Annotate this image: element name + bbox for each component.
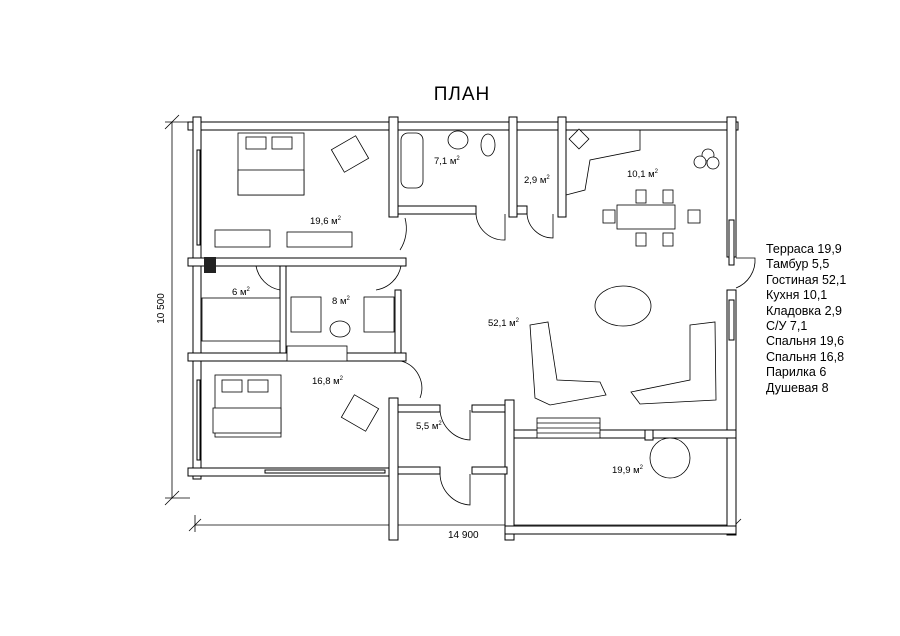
- legend-item: Кухня 10,1: [766, 288, 828, 303]
- room-area-kitchen: 10,1 м2: [627, 169, 659, 181]
- coffee-table-icon: [594, 285, 652, 327]
- room-area-pantry: 2,9 м2: [524, 175, 550, 187]
- sofa-icon: [214, 229, 271, 248]
- page-title: ПЛАН: [433, 84, 491, 105]
- legend-item: Тамбур 5,5: [766, 257, 830, 272]
- room-legend: Терраса 19,9 Тамбур 5,5 Гостиная 52,1 Ку…: [766, 242, 846, 396]
- room-area-bedroom2: 16,8 м2: [312, 376, 344, 388]
- toilet-icon: [480, 133, 496, 157]
- sink-icon: [329, 320, 351, 338]
- walls: [187, 116, 739, 541]
- legend-item: Спальня 16,8: [766, 349, 845, 364]
- armchair-icon: [330, 135, 370, 173]
- stove-heater-icon: [204, 257, 216, 273]
- legend-item: Душевая 8: [766, 380, 829, 395]
- height-dimension: 10 500: [155, 293, 167, 324]
- dimension-lines: [164, 114, 742, 532]
- shower-tray-icon: [363, 296, 395, 333]
- dresser-icon: [286, 231, 353, 248]
- sink-icon: [447, 130, 469, 150]
- corner-sofa-icon: [529, 321, 607, 406]
- legend-item: С/У 7,1: [766, 319, 808, 334]
- room-area-sauna: 6 м2: [232, 287, 250, 299]
- furniture: [201, 128, 720, 479]
- room-area-terrace: 19,9 м2: [612, 465, 644, 477]
- bathtub-icon: [400, 132, 424, 189]
- sauna-bench-icon: [201, 297, 281, 342]
- room-area-bathroom: 7,1 м2: [434, 156, 460, 168]
- dining-table-icon: [616, 204, 676, 230]
- stove-icon: [568, 128, 590, 150]
- legend-item: Гостиная 52,1: [766, 272, 847, 287]
- round-table-icon: [649, 437, 691, 479]
- legend-item: Парилка 6: [766, 365, 827, 380]
- legend-item: Кладовка 2,9: [766, 303, 842, 318]
- armchair-icon: [340, 394, 380, 432]
- room-area-vestibule: 5,5 м2: [416, 421, 442, 433]
- shower-tray-icon: [290, 296, 322, 333]
- room-area-living: 52,1 м2: [488, 318, 520, 330]
- doors: [255, 213, 756, 506]
- legend-item: Терраса 19,9: [766, 242, 842, 256]
- legend-item: Спальня 19,6: [766, 334, 845, 349]
- dresser-icon: [286, 345, 348, 362]
- width-dimension: 14 900: [448, 530, 479, 541]
- room-area-bedroom1: 19,6 м2: [310, 216, 342, 228]
- corner-sofa-icon: [630, 321, 717, 405]
- room-area-shower: 8 м2: [332, 296, 350, 308]
